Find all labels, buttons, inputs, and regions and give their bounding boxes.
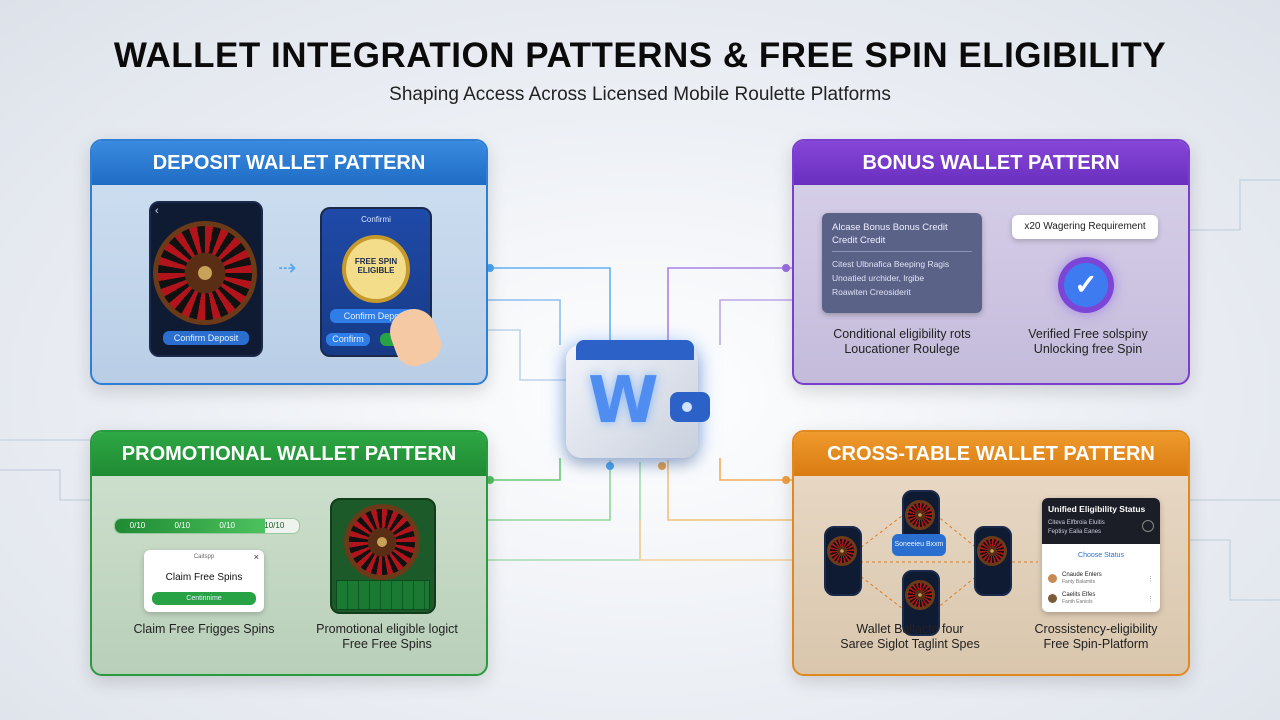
roulette-phone: ‹ Confirm Deposit	[149, 201, 263, 357]
betting-grid	[336, 580, 430, 610]
unified-eligibility-card: Unified Eligibility Status Citeva Elfbro…	[1042, 498, 1160, 612]
wallet-letter: W	[588, 364, 659, 438]
page-title: WALLET INTEGRATION PATTERNS & FREE SPIN …	[113, 36, 1167, 75]
wallet-icon: W	[566, 340, 710, 458]
claim-free-spins-modal: Caitspp × Claim Free Spins Centinnime	[144, 550, 264, 612]
page-subtitle: Shaping Access Across Licensed Mobile Ro…	[389, 84, 891, 105]
bonus-credit-card: Alcase Bonus Bonus Credit Credit Credit …	[822, 213, 982, 313]
roulette-wheel-2	[344, 504, 420, 580]
table-phone-bottom	[902, 570, 940, 636]
shared-balance-chip: Soneeieu Bxxm	[892, 534, 946, 556]
promo-caption-left: Claim Free Frigges Spins	[133, 622, 275, 636]
arrow-right-icon: ⇢	[278, 255, 297, 280]
bonus-panel-title: BONUS WALLET PATTERN	[794, 141, 1188, 185]
phone-header-text: Confirmi	[361, 215, 391, 224]
bonus-wallet-panel: BONUS WALLET PATTERN Alcase Bonus Bonus …	[792, 139, 1190, 385]
modal-title: Claim Free Spins	[165, 572, 243, 583]
confirm-deposit-button[interactable]: Confirm Deposit	[163, 331, 249, 345]
table-phone-right	[974, 526, 1012, 596]
verified-check-icon: ✓	[1058, 257, 1114, 313]
back-arrow-icon[interactable]: ‹	[155, 205, 159, 217]
status-row: Caelits Elfes Fanth Eaniols ⋮	[1048, 592, 1154, 606]
confirm-button[interactable]: Confirm	[326, 333, 370, 346]
wagering-requirement-tag: x20 Wagering Requirement	[1012, 215, 1158, 239]
promotional-panel-title: PROMOTIONAL WALLET PATTERN	[92, 432, 486, 476]
status-row: Cnaude Enlers Fanty Balamits ⋮	[1048, 572, 1154, 586]
crosstable-panel-title: CROSS-TABLE WALLET PATTERN	[794, 432, 1188, 476]
cross-table-wallet-panel: CROSS-TABLE WALLET PATTERN Soneeieu Bxxm…	[792, 430, 1190, 676]
deposit-panel-title: DEPOSIT WALLET PATTERN	[92, 141, 486, 185]
status-settings-icon[interactable]	[1142, 520, 1154, 532]
promotional-wallet-panel: PROMOTIONAL WALLET PATTERN 0/10 0/10 0/1…	[90, 430, 488, 676]
wallet-clasp	[670, 392, 710, 422]
spin-progress-bar: 0/10 0/10 0/10 10/10	[114, 518, 300, 534]
claim-button[interactable]: Centinnime	[152, 592, 256, 605]
free-spin-badge: FREE SPIN ELIGIBLE	[342, 235, 410, 303]
roulette-wheel	[153, 221, 257, 325]
deposit-wallet-panel: DEPOSIT WALLET PATTERN ‹ Confirm Deposit…	[90, 139, 488, 385]
modal-close-icon[interactable]: ×	[253, 552, 259, 562]
table-phone-left	[824, 526, 862, 596]
choose-status-button[interactable]: Choose Status	[1078, 552, 1124, 559]
roulette-table-phone	[330, 498, 436, 614]
